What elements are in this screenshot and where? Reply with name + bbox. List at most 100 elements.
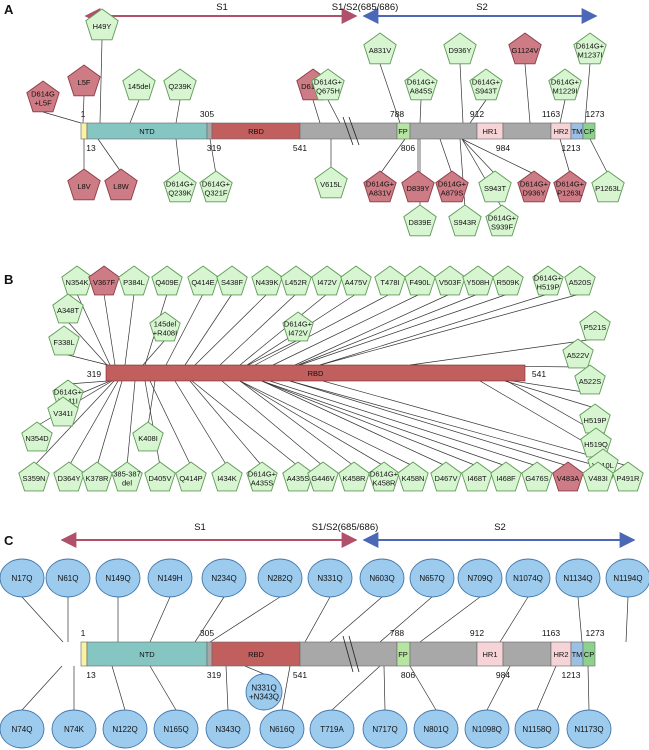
marker-d467v: [430, 461, 462, 492]
leader-line: [261, 380, 447, 467]
leader-line: [409, 665, 437, 711]
mutation-label: F490L: [409, 278, 430, 287]
marker-d614g-k458r: [368, 461, 400, 492]
marker-a831v: [363, 32, 397, 65]
signal-peptide-segment: [80, 641, 88, 667]
leader-line: [461, 138, 535, 175]
leader-line: [239, 380, 414, 467]
mutation-label: A520S: [569, 278, 592, 287]
cleavage-label: S1/S2(685/686): [332, 2, 399, 13]
panel-label-c: C: [4, 533, 14, 548]
leader-line: [144, 380, 161, 467]
linker-segment: [409, 122, 478, 140]
break-mark: [342, 116, 354, 146]
leader-lines: [33, 293, 629, 467]
marker-d614g-s943t: [469, 68, 503, 101]
marker-k458r: [338, 461, 370, 492]
glyco-site-label: N122Q: [112, 725, 137, 734]
position-912: 912: [470, 628, 484, 638]
marker-d614g-q239k: [163, 170, 197, 203]
glyco-site-marker: [514, 709, 560, 749]
linker-segment: [206, 122, 213, 140]
mutation-label: Q414P: [179, 474, 202, 483]
hr1-segment: [476, 641, 504, 667]
marker-d614g-q321f: [199, 170, 233, 203]
leader-line: [209, 596, 281, 643]
leader-line: [524, 63, 531, 124]
leader-line: [124, 293, 135, 366]
leader-line: [331, 665, 381, 711]
leader-line: [559, 138, 571, 175]
domain-label-rbd: RBD: [248, 127, 264, 136]
marker-s438f: [216, 265, 248, 296]
marker-v615l: [314, 166, 348, 199]
mutation-label: N354D: [25, 434, 49, 443]
glyco-site-label: N343Q: [215, 725, 240, 734]
leader-line: [194, 596, 225, 643]
mutation-label: 145del: [128, 82, 151, 91]
position-541: 541: [293, 670, 307, 680]
mutation-label: I472V: [317, 278, 337, 287]
glyco-site-marker: [51, 709, 97, 749]
domain-label-ntd: NTD: [139, 650, 155, 659]
leader-line: [21, 596, 64, 643]
leader-line: [469, 99, 487, 124]
glyco-site-marker: [201, 558, 247, 598]
marker-k408i: [132, 421, 164, 452]
leader-line: [82, 95, 85, 124]
marker-v483a: [552, 461, 584, 492]
marker-l8w: [104, 168, 138, 201]
mutation-label: S438F: [221, 278, 244, 287]
mutation-label: D405V: [149, 474, 172, 483]
marker-p1263l: [591, 170, 625, 203]
marker-p491r: [612, 461, 644, 492]
leader-line: [175, 99, 181, 124]
position-319: 319: [207, 670, 221, 680]
position-1213: 1213: [562, 143, 581, 153]
position-1: 1: [81, 109, 86, 119]
position-984: 984: [496, 670, 510, 680]
mutation-label: K378R: [86, 474, 110, 483]
leader-line: [312, 99, 321, 124]
s2-label: S2: [494, 522, 506, 533]
marker-d614g-h519p: [532, 265, 564, 296]
domain-label-hr1: HR1: [482, 650, 497, 659]
mutation-label: V615L: [320, 180, 342, 189]
leader-line: [221, 380, 324, 467]
rbd-segment: [211, 641, 301, 667]
mutation-label: V341I: [53, 409, 73, 418]
marker-d614g-i472v: [282, 311, 314, 342]
leader-line: [261, 380, 478, 467]
glyco-site-label: N149H: [158, 574, 183, 583]
domain-label-tm: TM: [572, 127, 583, 136]
glyco-site-marker: [413, 709, 459, 749]
marker-n354d: [21, 421, 53, 452]
domain-label-tm: TM: [572, 650, 583, 659]
domain-label-cp: CP: [584, 127, 594, 136]
mutation-label: N354K: [66, 278, 89, 287]
mutation-label: D614G+A435S: [248, 470, 277, 488]
leader-line: [289, 380, 599, 467]
domain-label-hr2: HR2: [553, 650, 568, 659]
mutation-label: P491R: [617, 474, 641, 483]
marker-385-387-del: [111, 461, 143, 492]
leader-line: [67, 380, 109, 385]
marker-k458n: [397, 461, 429, 492]
leader-line: [297, 293, 479, 366]
glyco-site-marker: [555, 558, 601, 598]
mutation-label: D614G: [301, 82, 325, 91]
glyco-site-marker: [257, 558, 303, 598]
marker-r509k: [492, 265, 524, 296]
glyco-site-label: N331Q+N343Q: [249, 684, 279, 702]
glyco-site-marker: [457, 558, 503, 598]
leader-line: [239, 293, 328, 366]
cp-segment: [582, 122, 596, 140]
position-1273: 1273: [586, 628, 605, 638]
s2-label: S2: [476, 2, 488, 13]
mutation-label: T478I: [380, 278, 399, 287]
mutation-label: G476S: [525, 474, 548, 483]
